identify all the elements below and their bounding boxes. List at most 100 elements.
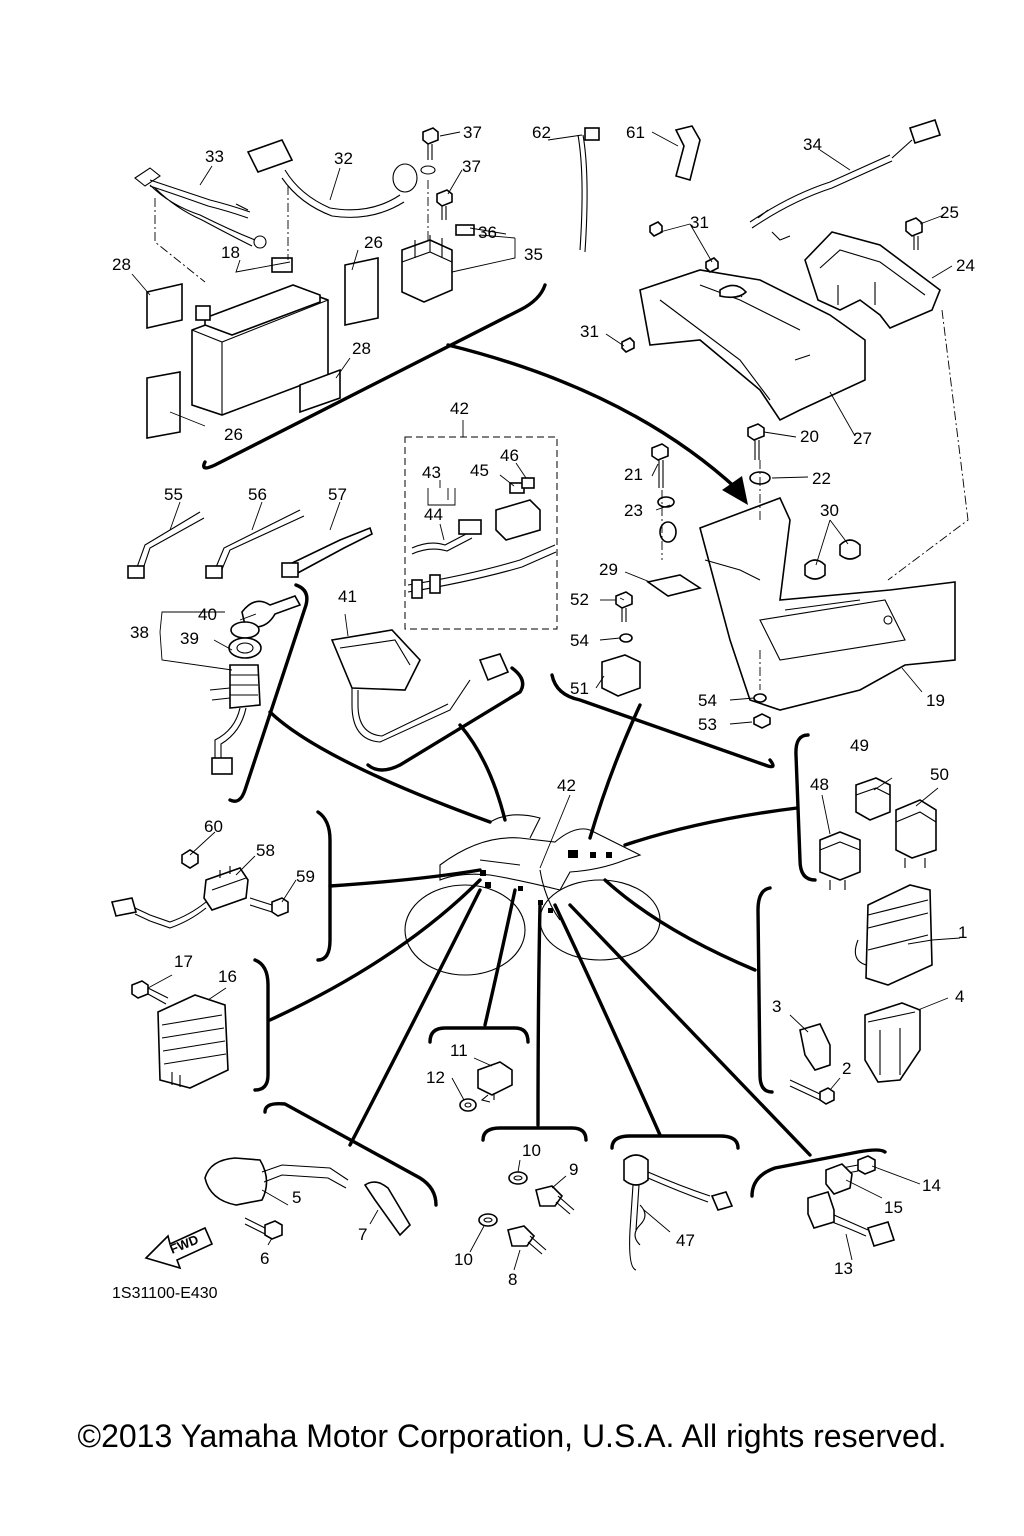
callout-52: 52 xyxy=(570,590,589,609)
forward-arrow xyxy=(144,1226,214,1270)
rectifier-regulator xyxy=(157,994,229,1089)
battery-bracket xyxy=(639,269,866,422)
callout-42-b: 42 xyxy=(557,776,576,795)
callout-44: 44 xyxy=(424,505,443,524)
callout-9: 9 xyxy=(569,1160,578,1179)
cable-tie-55 xyxy=(135,511,205,573)
battery-pad-front xyxy=(299,368,341,414)
location-dot-1 xyxy=(568,850,578,858)
motorcycle-body xyxy=(439,828,642,891)
callout-46: 46 xyxy=(500,446,519,465)
callout-37-b: 37 xyxy=(462,157,481,176)
bolt-25 xyxy=(905,217,923,237)
callout-8: 8 xyxy=(508,1270,517,1289)
rear-wheel-outline xyxy=(539,879,661,961)
box-alignment-line-1 xyxy=(887,309,969,581)
callout-43: 43 xyxy=(422,463,441,482)
tail-light-bracket xyxy=(366,666,525,772)
callout-54-a: 54 xyxy=(570,631,589,650)
switch-9 xyxy=(535,1185,564,1207)
callout-53: 53 xyxy=(698,715,717,734)
callout-21: 21 xyxy=(624,465,643,484)
callout-38: 38 xyxy=(130,623,149,642)
sensor-47 xyxy=(623,1154,649,1186)
callout-40: 40 xyxy=(198,605,217,624)
pad-29 xyxy=(646,574,702,597)
battery-box-group xyxy=(550,118,969,769)
callout-36: 36 xyxy=(478,223,497,242)
battery-box-bracket xyxy=(550,673,775,769)
callout-28-a: 28 xyxy=(112,255,131,274)
washer-54-a xyxy=(619,633,633,643)
nut-39 xyxy=(228,637,262,659)
callout-32: 32 xyxy=(334,149,353,168)
cable-tie-62-head xyxy=(584,127,600,141)
location-dot-8 xyxy=(548,908,553,913)
main-switch-bracket xyxy=(228,583,309,803)
sidestand-switch-bracket xyxy=(316,810,332,962)
bolt-31-a xyxy=(649,221,663,237)
callout-15: 15 xyxy=(884,1198,903,1217)
copyright-notice: ©2013 Yamaha Motor Corporation, U.S.A. A… xyxy=(77,1418,947,1454)
callout-26-a: 26 xyxy=(364,233,383,252)
callout-4: 4 xyxy=(955,987,964,1006)
clamp-61 xyxy=(674,125,701,181)
relay-48 xyxy=(819,831,861,881)
switch-58 xyxy=(203,867,249,911)
nut-53 xyxy=(753,713,771,729)
bolt-31-c xyxy=(621,337,635,353)
sensor-13 xyxy=(807,1191,835,1229)
callout-11: 11 xyxy=(450,1041,468,1060)
sensor-13-connector xyxy=(866,1221,896,1247)
callout-42-a: 42 xyxy=(450,399,469,418)
assembly-arrow xyxy=(446,343,740,492)
positive-battery-lead xyxy=(246,139,418,218)
washer-10-b xyxy=(478,1213,498,1227)
ecu-holder xyxy=(864,1002,921,1083)
callout-28-b: 28 xyxy=(352,339,371,358)
cable-tie-56 xyxy=(213,509,305,575)
callout-19: 19 xyxy=(926,691,945,710)
callout-60: 60 xyxy=(204,817,223,836)
grommet-23 xyxy=(659,521,677,543)
bolt-59 xyxy=(271,897,289,917)
callout-56: 56 xyxy=(248,485,267,504)
main-switch-group xyxy=(209,583,309,803)
battery-group-bracket xyxy=(202,283,547,470)
callout-6: 6 xyxy=(260,1249,269,1268)
plug-cap-7 xyxy=(363,1181,412,1237)
bolt-21 xyxy=(651,443,669,461)
cap-40 xyxy=(230,621,260,639)
sender-switches-group xyxy=(478,1126,588,1255)
callout-14: 14 xyxy=(922,1176,941,1195)
callout-41: 41 xyxy=(338,587,357,606)
sidestand-switch-group xyxy=(110,810,332,962)
battery-box-cover xyxy=(804,231,941,329)
sensor-13-group xyxy=(750,1148,896,1247)
bolt-2 xyxy=(819,1087,835,1105)
callout-37-a: 37 xyxy=(463,123,482,142)
cushion-30-a xyxy=(804,559,826,580)
callout-labels: 1 2 3 4 5 6 7 8 9 10 10 11 12 13 14 15 1… xyxy=(112,123,975,1302)
rectifier-group xyxy=(131,958,270,1092)
location-dot-3 xyxy=(606,852,612,858)
bolt-6 xyxy=(264,1220,283,1240)
callout-26-b: 26 xyxy=(224,425,243,444)
battery xyxy=(191,257,329,416)
diagram-code: 1S31100-E430 xyxy=(112,1285,218,1302)
assembly-arrow-head xyxy=(722,476,748,505)
sensor-13-bracket xyxy=(750,1148,887,1198)
collar-23 xyxy=(657,496,675,508)
callout-35: 35 xyxy=(524,245,543,264)
ecu-group xyxy=(756,884,933,1105)
sensor-11-group xyxy=(428,1026,530,1112)
callout-20: 20 xyxy=(800,427,819,446)
clamp-15 xyxy=(825,1163,853,1195)
relay-51 xyxy=(601,654,641,697)
callout-62: 62 xyxy=(532,123,551,142)
ignition-coil xyxy=(204,1157,268,1206)
callout-58: 58 xyxy=(256,841,275,860)
callout-49: 49 xyxy=(850,736,869,755)
nut-60 xyxy=(181,849,199,869)
callout-48: 48 xyxy=(810,775,829,794)
